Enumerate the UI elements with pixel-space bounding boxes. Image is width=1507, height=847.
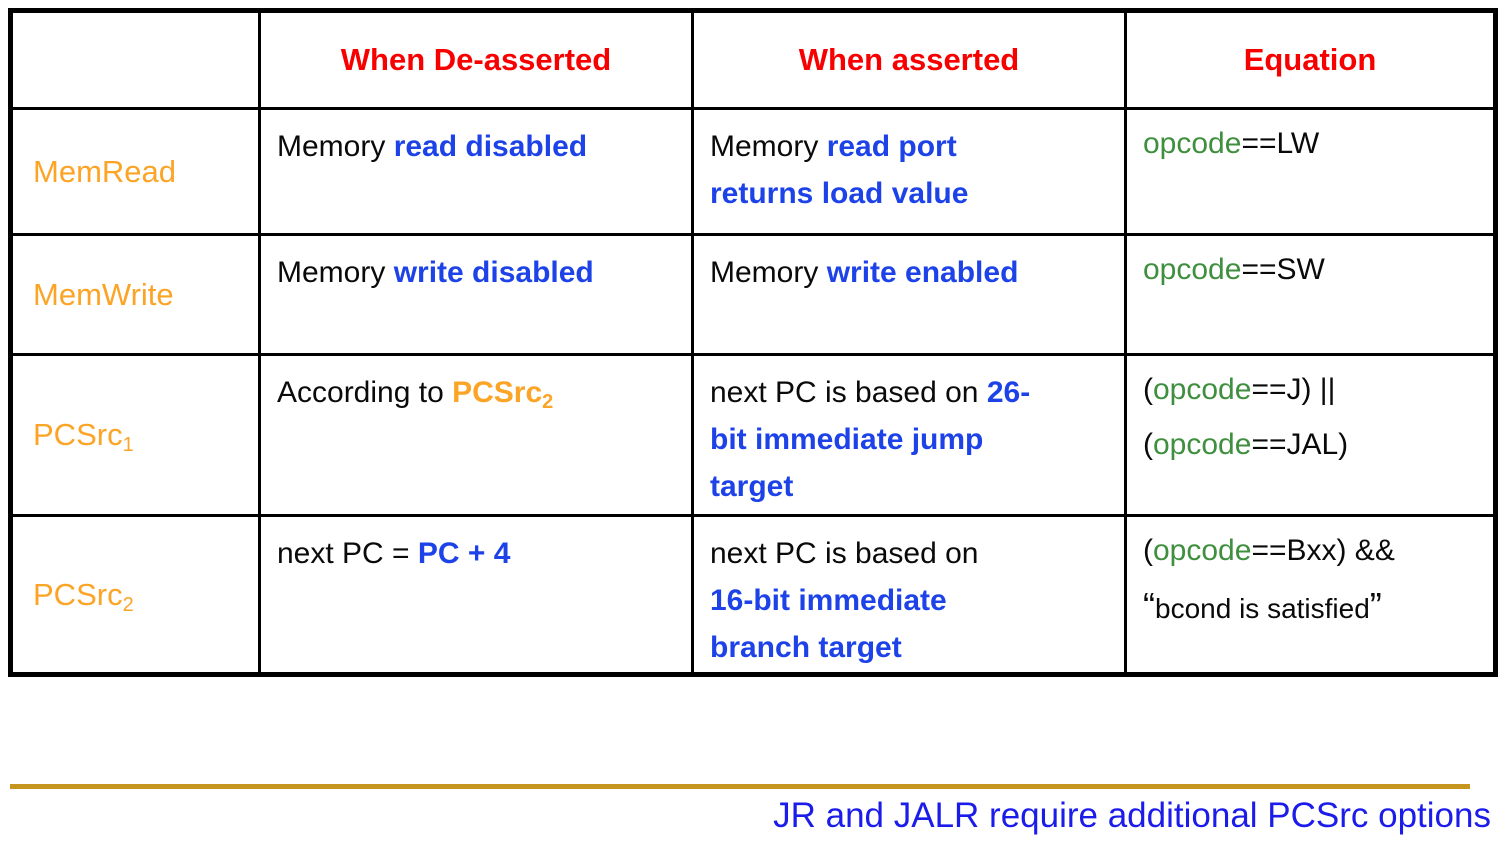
plain-text: next PC = bbox=[277, 537, 418, 570]
asserted-cell: Memory write enabled bbox=[691, 233, 1127, 356]
equation-opcode: opcode bbox=[1153, 428, 1252, 461]
asserted-cell: next PC is based on 16-bit immediate bra… bbox=[691, 514, 1127, 676]
deasserted-cell: According to PCSrc2 bbox=[258, 353, 694, 517]
emphasis-text: read disabled bbox=[393, 130, 588, 163]
asserted-cell: Memory read port returns load value bbox=[691, 107, 1127, 236]
emphasis-text: read port bbox=[826, 130, 957, 163]
header-signal-empty bbox=[9, 9, 261, 110]
emphasis-text: returns load value bbox=[710, 177, 969, 210]
emphasis-text: 16-bit immediate bbox=[710, 584, 947, 617]
equation-cell: opcode==SW bbox=[1124, 233, 1497, 356]
plain-text: Memory bbox=[277, 256, 394, 289]
signal-label: PCSrc bbox=[33, 417, 123, 452]
orange-emphasis-text: PCSrc bbox=[452, 376, 543, 409]
equation-text: ==SW bbox=[1241, 253, 1325, 286]
footer-divider-line bbox=[10, 784, 1470, 789]
deasserted-cell: Memory read disabled bbox=[258, 107, 694, 236]
asserted-cell: next PC is based on 26- bit immediate ju… bbox=[691, 353, 1127, 517]
signal-subscript: 2 bbox=[122, 593, 134, 616]
plain-text: According to bbox=[277, 376, 453, 409]
plain-text: Memory bbox=[277, 130, 394, 163]
equation-text: ==JAL) bbox=[1251, 428, 1349, 461]
footer-note: JR and JALR require additional PCSrc opt… bbox=[773, 796, 1491, 835]
emphasis-text: bit immediate jump bbox=[710, 423, 984, 456]
equation-line: (opcode==JAL) bbox=[1143, 423, 1487, 467]
plain-text: next PC is based on bbox=[710, 537, 979, 570]
emphasis-text: branch target bbox=[710, 631, 902, 664]
equation-line: (opcode==J) || bbox=[1143, 368, 1487, 412]
table-row-memread: MemRead Memory read disabled Memory read… bbox=[9, 107, 1497, 236]
equation-text: ==LW bbox=[1241, 127, 1320, 160]
table-row-pcsrc1: PCSrc1 According to PCSrc2 next PC is ba… bbox=[9, 353, 1497, 517]
signal-label: MemWrite bbox=[33, 276, 174, 312]
open-quote: “ bbox=[1143, 585, 1155, 626]
emphasis-text: write enabled bbox=[826, 256, 1019, 289]
plain-text: next PC is based on bbox=[710, 376, 987, 409]
equation-line: opcode==LW bbox=[1143, 122, 1487, 166]
orange-subscript: 2 bbox=[542, 391, 554, 413]
close-quote: ” bbox=[1369, 585, 1382, 626]
signal-subscript: 1 bbox=[122, 434, 134, 456]
equation-opcode: opcode bbox=[1143, 253, 1242, 286]
signal-name: PCSrc2 bbox=[9, 514, 261, 676]
equation-line: “bcond is satisfied” bbox=[1143, 584, 1487, 631]
table-header-row: When De-asserted When asserted Equation bbox=[9, 9, 1497, 110]
equation-cell: opcode==LW bbox=[1124, 107, 1497, 236]
equation-text: ( bbox=[1143, 373, 1153, 406]
equation-cell: (opcode==J) || (opcode==JAL) bbox=[1124, 353, 1497, 517]
equation-text: ( bbox=[1143, 428, 1153, 461]
emphasis-text: 26- bbox=[986, 376, 1031, 409]
emphasis-text: PC + 4 bbox=[417, 537, 511, 570]
header-when-asserted: When asserted bbox=[691, 9, 1127, 110]
equation-text: ==Bxx) && bbox=[1251, 534, 1395, 567]
signal-label: MemRead bbox=[33, 153, 176, 189]
control-signals-table: When De-asserted When asserted Equation … bbox=[8, 8, 1498, 677]
table-row-pcsrc2: PCSrc2 next PC = PC + 4 next PC is based… bbox=[9, 514, 1497, 676]
emphasis-text: target bbox=[710, 470, 794, 503]
equation-line: (opcode==Bxx) && bbox=[1143, 529, 1487, 573]
header-when-deasserted: When De-asserted bbox=[258, 9, 694, 110]
signal-name: MemWrite bbox=[9, 233, 261, 356]
signal-label: PCSrc bbox=[33, 576, 123, 612]
signal-name: MemRead bbox=[9, 107, 261, 236]
deasserted-cell: Memory write disabled bbox=[258, 233, 694, 356]
header-equation: Equation bbox=[1124, 9, 1497, 110]
equation-text: ==J) || bbox=[1251, 373, 1336, 406]
table-row-memwrite: MemWrite Memory write disabled Memory wr… bbox=[9, 233, 1497, 356]
equation-cell: (opcode==Bxx) && “bcond is satisfied” bbox=[1124, 514, 1497, 676]
equation-opcode: opcode bbox=[1143, 127, 1242, 160]
plain-text: Memory bbox=[710, 256, 827, 289]
signal-name: PCSrc1 bbox=[9, 353, 261, 517]
equation-opcode: opcode bbox=[1153, 373, 1252, 406]
equation-line: opcode==SW bbox=[1143, 248, 1487, 292]
equation-text: ( bbox=[1143, 534, 1153, 567]
emphasis-text: write disabled bbox=[393, 256, 594, 289]
deasserted-cell: next PC = PC + 4 bbox=[258, 514, 694, 676]
plain-text: Memory bbox=[710, 130, 827, 163]
equation-opcode: opcode bbox=[1153, 534, 1252, 567]
equation-text: bcond is satisfied bbox=[1155, 593, 1370, 624]
